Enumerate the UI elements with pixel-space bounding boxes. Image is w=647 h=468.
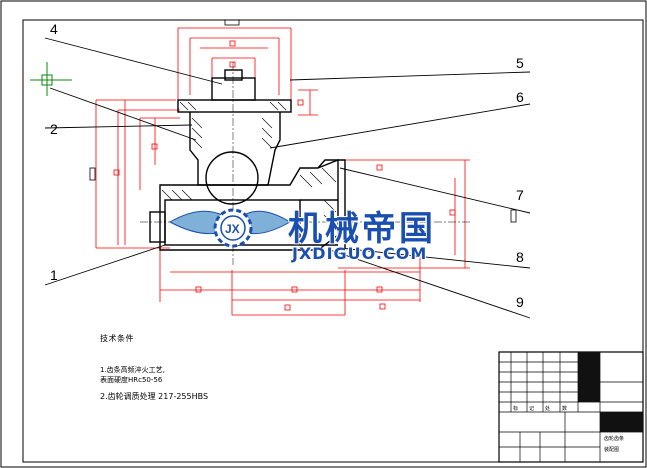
notes-line-1: 1.齿条高频淬火工艺, xyxy=(100,366,165,374)
watermark-emblem: JX xyxy=(168,208,291,248)
balloon-6: 6 xyxy=(516,89,524,105)
balloon-5: 5 xyxy=(516,55,524,71)
balloon-1: 1 xyxy=(50,267,58,283)
tb-mark-2: 记 xyxy=(529,406,535,412)
frame-side-marks xyxy=(89,167,517,223)
tb-mark-3: 处 xyxy=(545,406,551,412)
balloon-labels: 1 2 4 5 6 7 8 9 xyxy=(50,21,524,310)
title-block xyxy=(498,351,644,463)
inner-frame xyxy=(22,19,644,463)
frame-mark-top xyxy=(224,19,240,26)
balloon-2: 2 xyxy=(50,121,58,137)
title-block-dark-strip xyxy=(578,352,600,402)
leader-lines xyxy=(44,37,531,319)
balloon-4: 4 xyxy=(50,21,58,37)
notes-line-2: 表面硬度HRc50-56 xyxy=(100,376,163,384)
tb-mark-1: 标 xyxy=(513,406,519,412)
balloon-7: 7 xyxy=(516,187,524,203)
watermark-cn: 机械帝国 xyxy=(288,209,436,249)
watermark-en: JXDIGUO.COM xyxy=(292,244,428,263)
balloon-8: 8 xyxy=(516,249,524,265)
tb-mark-4: 数 xyxy=(562,406,568,412)
tb-right-bottom: 装配图 xyxy=(604,447,620,453)
notes-line-3: 2.齿轮调质处理 217-255HBS xyxy=(100,392,209,401)
watermark-badge: JX xyxy=(225,222,240,236)
tb-right-top: 齿轮齿条 xyxy=(604,436,625,442)
balloon-9: 9 xyxy=(516,294,524,310)
title-block-dark-cell xyxy=(600,412,643,432)
section-hatching xyxy=(161,101,337,228)
dimension-lines xyxy=(95,27,470,316)
notes-title: 技术条件 xyxy=(100,334,134,343)
centering-mark xyxy=(30,62,72,96)
dimension-tags xyxy=(113,40,456,311)
